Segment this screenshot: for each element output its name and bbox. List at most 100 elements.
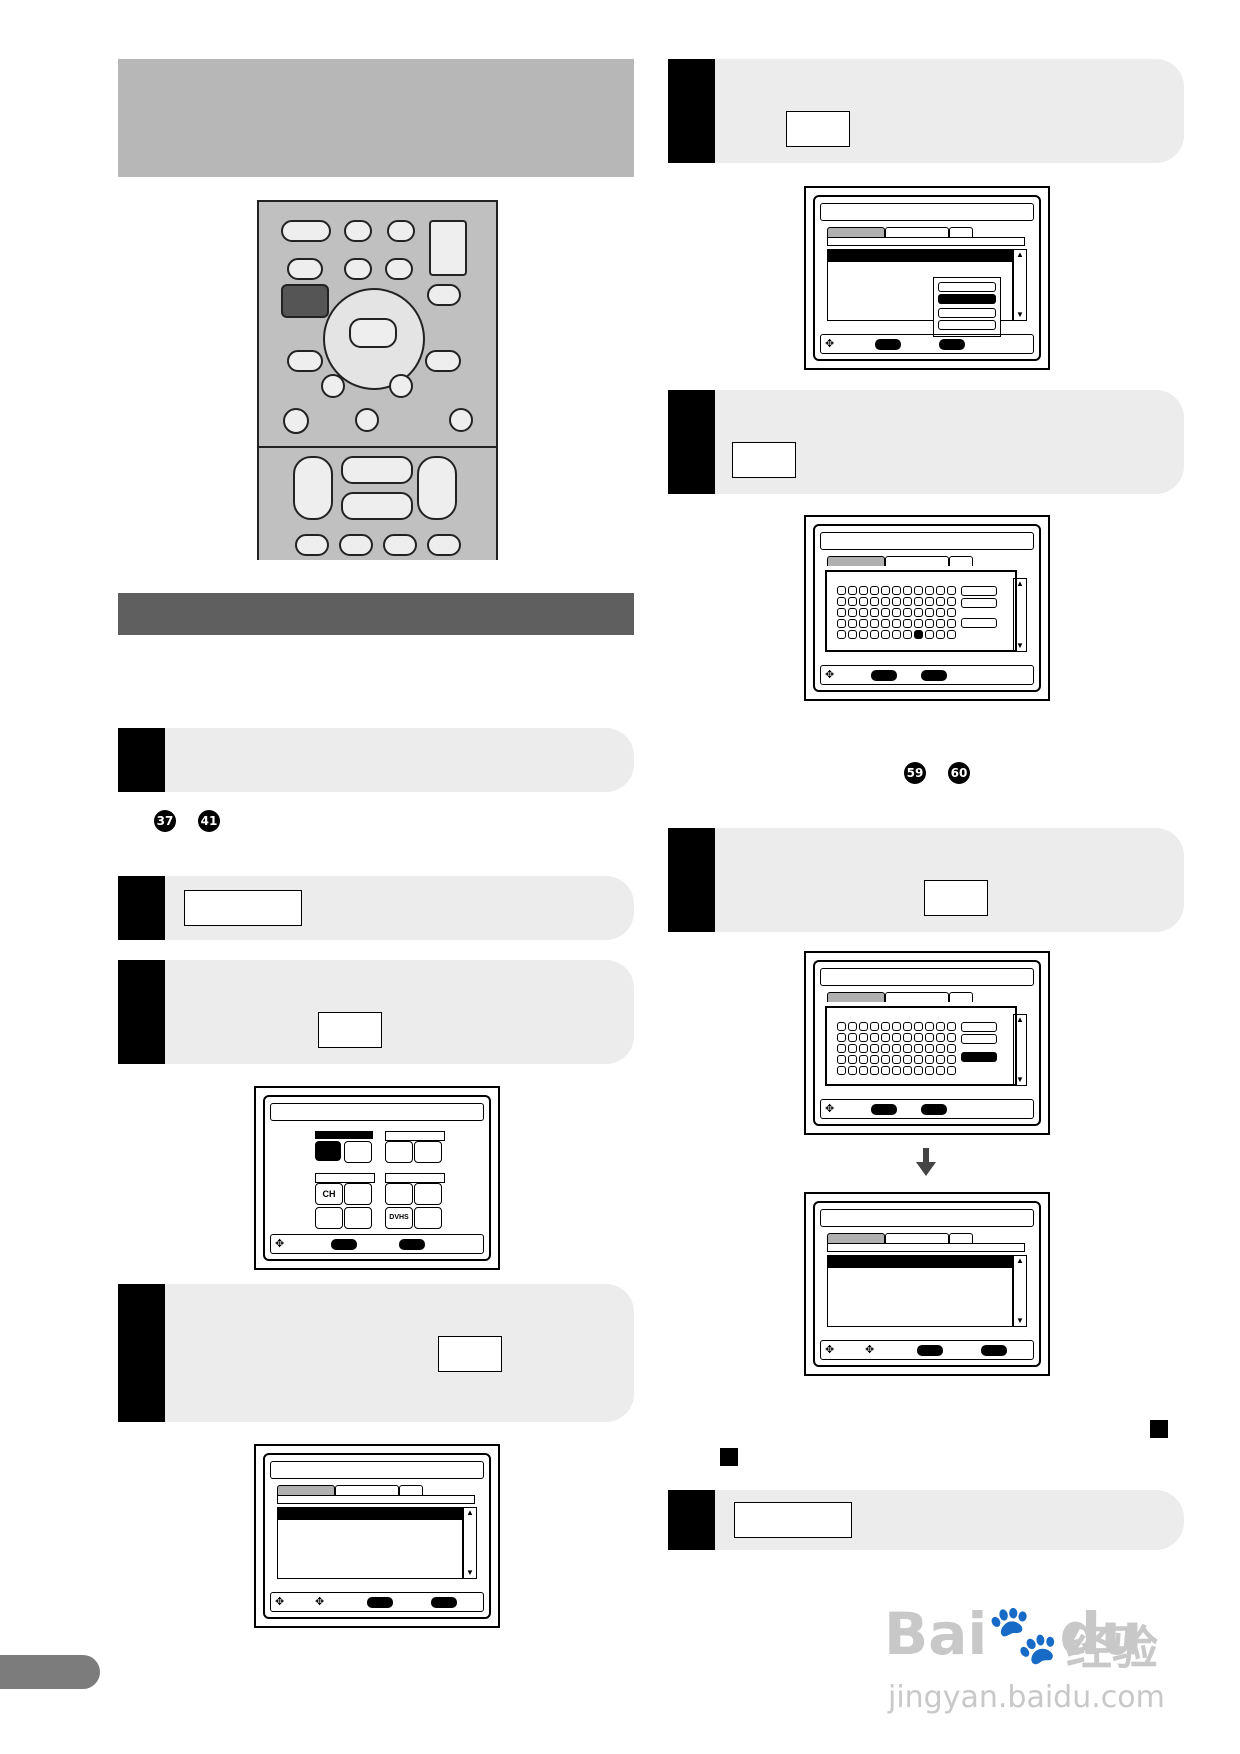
callout-number: 41 (198, 810, 220, 832)
section-heading-bar (118, 593, 634, 635)
tab-strip (277, 1495, 475, 1504)
nav-pad-icon: ✥ (825, 669, 835, 681)
remote-button (283, 408, 309, 434)
menu-group-header (315, 1173, 375, 1183)
remote-button (449, 408, 473, 432)
filled-square-icon (1150, 1420, 1168, 1438)
nav-pad-icon: ✥ (825, 1344, 835, 1356)
footer-button (871, 1104, 897, 1115)
menu-icon (414, 1141, 442, 1163)
menu-group-header (315, 1131, 373, 1139)
key-label-box (318, 1012, 382, 1048)
screen-title-bar (820, 1209, 1034, 1227)
nav-pad-icon: ✥ (315, 1596, 325, 1608)
scroll-up-icon: ▲ (1016, 1256, 1024, 1265)
keyboard-row (837, 1055, 956, 1064)
keyboard-side-button (961, 618, 997, 628)
rewind-button (293, 456, 333, 520)
scrollbar: ▲▼ (1013, 249, 1027, 321)
step-number (118, 1284, 165, 1422)
tab-strip (827, 237, 1025, 246)
remote-button (427, 534, 461, 556)
footer-button (981, 1345, 1007, 1356)
step-5 (668, 59, 1184, 163)
scroll-up-icon: ▲ (1016, 579, 1024, 588)
watermark-logo: Bai🐾du (884, 1600, 1142, 1669)
menu-icon (315, 1207, 343, 1229)
scrollbar: ▲▼ (463, 1507, 477, 1579)
step-number (118, 876, 165, 940)
keyboard-side-button (961, 598, 997, 608)
remote-button (425, 350, 461, 372)
nav-pad-icon: ✥ (275, 1238, 285, 1250)
screen-frame: ▲▼ ✥ (813, 524, 1041, 692)
screen-footer: ✥ (820, 1099, 1034, 1119)
selected-row (828, 250, 1012, 262)
selected-row (828, 1256, 1012, 1268)
menu-icon (414, 1183, 442, 1205)
remote-divider (259, 446, 496, 448)
key-label-box (184, 890, 302, 926)
menu-icon-ch: CH (315, 1183, 343, 1205)
screen-footer: ✥ ✥ (820, 1340, 1034, 1360)
navigation-ring (323, 288, 425, 390)
footer-button (399, 1239, 425, 1250)
callout-number: 59 (904, 762, 926, 784)
keyboard-row (837, 630, 956, 639)
screen-title-bar (270, 1461, 484, 1479)
footer-button (367, 1597, 393, 1608)
tab (335, 1485, 399, 1495)
footer-button (431, 1597, 457, 1608)
screen-footer: ✥ ✥ (270, 1592, 484, 1612)
menu-icon (414, 1207, 442, 1229)
step-4 (118, 1284, 634, 1422)
character-keyboard (825, 1006, 1017, 1086)
page-number-tab (0, 1655, 100, 1689)
character-keyboard (825, 570, 1017, 652)
keyboard-enter-button-selected (961, 1052, 997, 1062)
step-number (668, 59, 715, 163)
screen-frame: ▲▼ ✥ (813, 960, 1041, 1126)
keyboard-row (837, 1044, 956, 1053)
step-3 (118, 960, 634, 1064)
screen-title-bar (270, 1103, 484, 1121)
menu-icon (344, 1141, 372, 1163)
keyboard-side-button (961, 586, 997, 596)
tab-strip (827, 1243, 1025, 1252)
down-arrow-icon (916, 1148, 936, 1176)
keyboard-row (837, 1066, 956, 1075)
screen-list-dropdown: ▲▼ ✥ (804, 186, 1050, 370)
screen-menu: CH DVHS ✥ (254, 1086, 500, 1270)
list-area (277, 1507, 463, 1579)
screen-title-bar (820, 203, 1034, 221)
remote-button (383, 534, 417, 556)
scroll-down-icon: ▼ (1016, 1075, 1024, 1084)
dropdown-item (938, 320, 996, 330)
screen-frame: ▲▼ ✥ (813, 195, 1041, 361)
screen-footer: ✥ (270, 1234, 484, 1254)
tab (949, 1233, 973, 1243)
menu-icon (385, 1141, 413, 1163)
scrollbar: ▲▼ (1013, 1255, 1027, 1327)
tab (827, 1233, 885, 1243)
step-7 (668, 828, 1184, 932)
scroll-down-icon: ▼ (1016, 310, 1024, 319)
nav-pad-icon: ✥ (825, 1103, 835, 1115)
menu-icon (385, 1183, 413, 1205)
screen-title-bar (820, 532, 1034, 550)
menu-icon-selected (315, 1141, 341, 1161)
remote-button (287, 258, 323, 280)
step-6 (668, 390, 1184, 494)
scroll-down-icon: ▼ (1016, 1316, 1024, 1325)
step-number (118, 728, 165, 792)
menu-icon (344, 1183, 372, 1205)
menu-group-header (385, 1173, 445, 1183)
callout-number: 60 (948, 762, 970, 784)
step-number (668, 390, 715, 494)
remote-button (287, 350, 323, 372)
enter-button (349, 318, 397, 348)
dropdown-menu (933, 277, 1001, 337)
key-label-box (734, 1502, 852, 1538)
list-area (827, 249, 1013, 321)
play-button (341, 456, 413, 484)
